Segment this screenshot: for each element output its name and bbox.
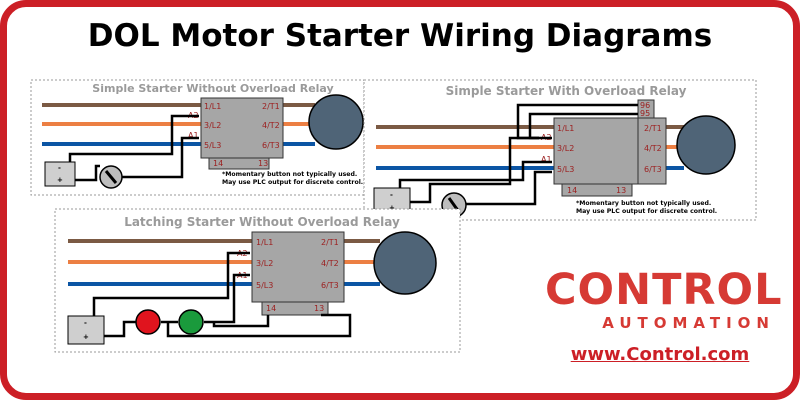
contactor (200, 97, 284, 159)
terminal-l3: 5/L3 (557, 165, 574, 174)
motor (308, 94, 364, 150)
control-wire-seal-in-14 (212, 315, 270, 328)
panel-simple-starter-with-overload: Simple Starter With Overload Relay 96 95… (363, 79, 757, 221)
website-link[interactable]: www.Control.com (570, 344, 750, 365)
terminal-13: 13 (616, 186, 626, 195)
terminal-l1: 1/L1 (557, 124, 574, 133)
terminal-t3: 6/T3 (321, 281, 339, 290)
terminal-t1: 2/T1 (321, 238, 339, 247)
terminal-95: 95 (640, 109, 650, 118)
terminal-t3: 6/T3 (262, 141, 280, 150)
control-wire-overload-95 (528, 112, 638, 140)
note-line-2: May use PLC output for discrete control. (576, 208, 717, 215)
terminal-l2: 3/L2 (557, 144, 574, 153)
aux-contact-block (561, 183, 633, 197)
logo-wordmark: CONTROL (545, 265, 783, 315)
panel-simple-starter-without-overload: Simple Starter Without Overload Relay 1/… (30, 79, 365, 196)
terminal-l2: 3/L2 (256, 259, 273, 268)
terminal-a1: A1 (541, 155, 552, 164)
terminal-13: 13 (314, 304, 324, 313)
start-button (178, 309, 204, 335)
control-power-supply (44, 161, 76, 187)
stop-button (135, 309, 161, 335)
terminal-l1: 1/L1 (204, 102, 221, 111)
note-line-1: *Momentary button not typically used. (576, 200, 711, 207)
control-wire-supply (410, 136, 539, 204)
supply-plus-label: + (389, 204, 395, 212)
motor (373, 231, 437, 295)
supply-minus-label: - (390, 191, 393, 199)
contactor (251, 231, 345, 303)
supply-minus-label: - (84, 319, 87, 327)
supply-minus-label: - (58, 164, 61, 172)
terminal-t1: 2/T1 (262, 102, 280, 111)
control-automation-logo: CONTROL AUTOMATION (545, 265, 783, 332)
control-wire-a2 (68, 114, 199, 166)
terminal-t1: 2/T1 (644, 124, 662, 133)
page-title: DOL Motor Starter Wiring Diagrams (87, 18, 713, 54)
motor (676, 115, 736, 175)
terminal-t3: 6/T3 (644, 165, 662, 174)
supply-plus-label: + (57, 176, 63, 184)
terminal-14: 14 (213, 159, 223, 168)
panel-title: Simple Starter With Overload Relay (446, 84, 687, 98)
terminal-l1: 1/L1 (256, 238, 273, 247)
terminal-96: 96 (640, 101, 650, 110)
aux-contact-block (261, 301, 329, 316)
panel-latching-starter-without-overload: Latching Starter Without Overload Relay … (54, 208, 461, 353)
terminal-t2: 4/T2 (321, 259, 339, 268)
control-wire-a2 (92, 251, 250, 316)
control-wire-supply (70, 164, 100, 182)
control-wire-a1 (204, 273, 250, 324)
terminal-13: 13 (258, 159, 268, 168)
control-wire-a1 (122, 136, 199, 179)
control-wire-supply (104, 320, 136, 338)
note-line-2: May use PLC output for discrete control. (222, 179, 363, 186)
terminal-14: 14 (266, 304, 276, 313)
control-wire-a1 (398, 160, 552, 188)
terminal-l3: 5/L3 (256, 281, 273, 290)
momentary-button-actuator (104, 170, 118, 184)
panel-title: Simple Starter Without Overload Relay (92, 82, 333, 95)
terminal-l3: 5/L3 (204, 141, 221, 150)
panel-title: Latching Starter Without Overload Relay (124, 215, 400, 229)
note-line-1: *Momentary button not typically used. (222, 171, 357, 178)
terminal-t2: 4/T2 (262, 121, 280, 130)
logo-subtitle: AUTOMATION (602, 314, 775, 332)
contactor (553, 117, 667, 185)
terminal-a1: A1 (188, 131, 199, 140)
terminal-l2: 3/L2 (204, 121, 221, 130)
control-wire-seal-in-13 (166, 313, 352, 338)
aux-contact-block (208, 157, 270, 170)
terminal-t2: 4/T2 (644, 144, 662, 153)
control-wire-button (466, 170, 552, 206)
control-power-supply (67, 315, 105, 345)
supply-plus-label: + (83, 333, 89, 341)
terminal-14: 14 (567, 186, 577, 195)
